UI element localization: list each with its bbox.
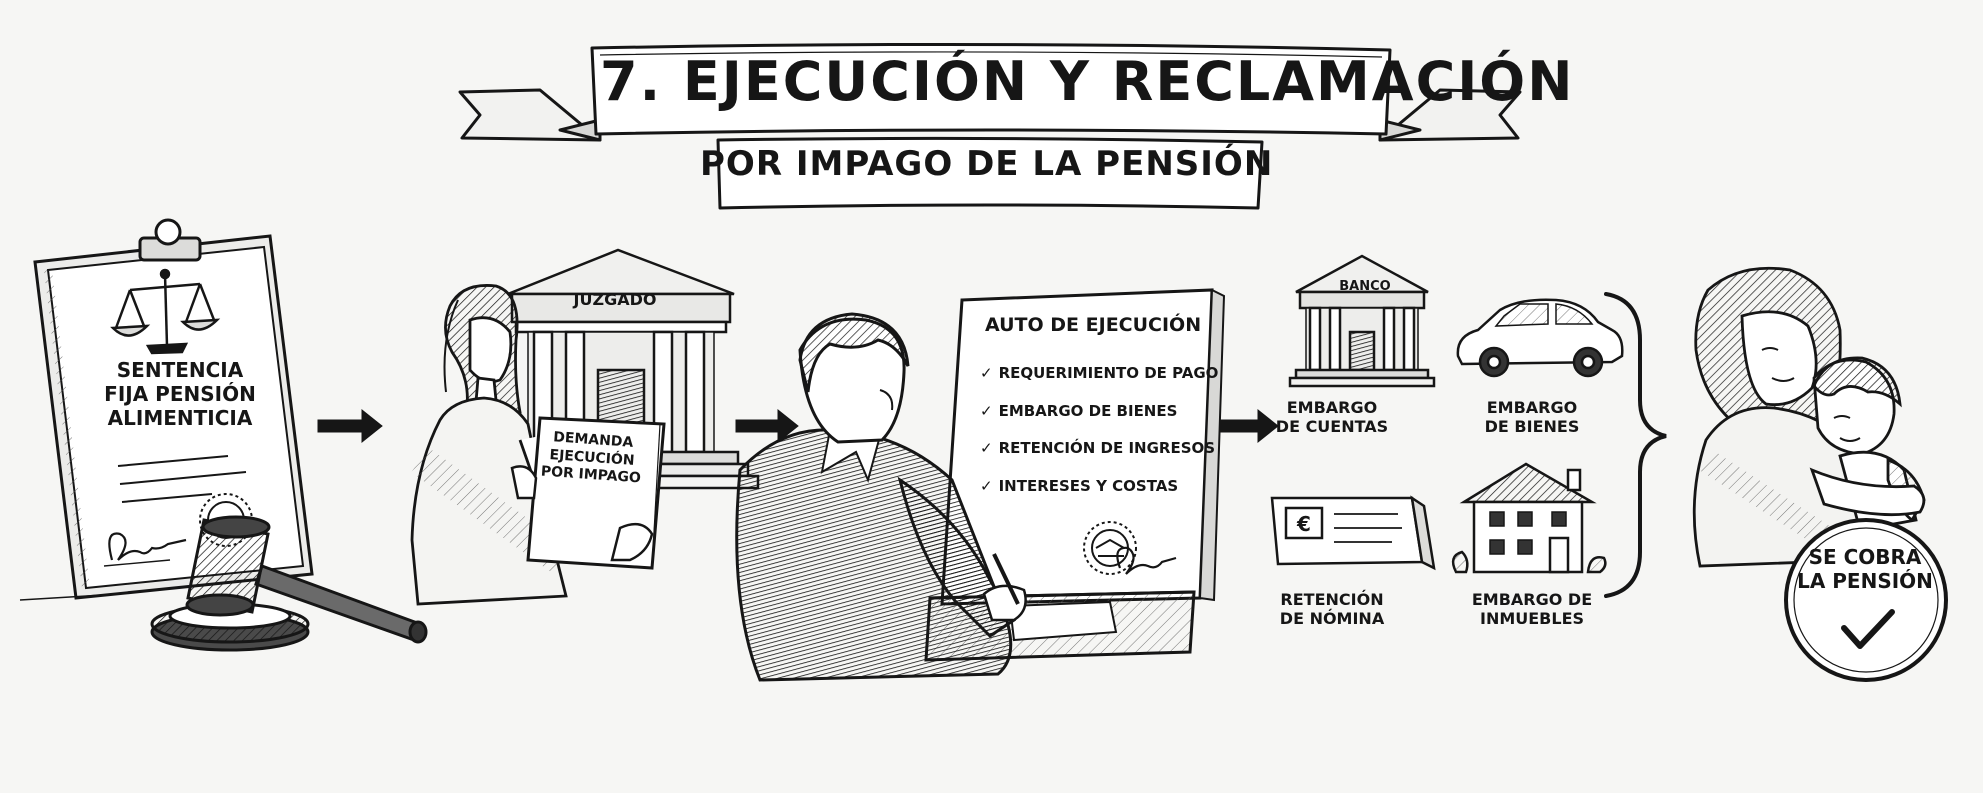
result-label: SE COBRA LA PENSIÓN bbox=[1795, 545, 1935, 593]
signature-icon bbox=[104, 534, 186, 566]
signature-icon bbox=[1117, 548, 1176, 574]
result-line: SE COBRA bbox=[1808, 545, 1922, 569]
caption-line: DE BIENES bbox=[1484, 417, 1580, 437]
caption-line: DE CUENTAS bbox=[1275, 417, 1389, 437]
result-badge bbox=[1786, 520, 1946, 680]
arrow-right-icon bbox=[736, 410, 798, 442]
list-item-label: EMBARGO DE BIENES bbox=[998, 401, 1178, 420]
clipboard-icon bbox=[35, 220, 312, 598]
caption-line: EMBARGO bbox=[1286, 398, 1378, 417]
judgment-line: SENTENCIA bbox=[116, 358, 244, 382]
car-icon bbox=[1458, 300, 1622, 376]
house-icon bbox=[1453, 464, 1605, 572]
curly-brace-icon bbox=[1606, 294, 1666, 596]
check-icon: ✓ bbox=[980, 439, 993, 457]
list-item-label: REQUERIMIENTO DE PAGO bbox=[998, 364, 1219, 382]
enforcement-order-title: AUTO DE EJECUCIÓN bbox=[985, 314, 1202, 336]
list-item-label: INTERESES Y COSTAS bbox=[998, 476, 1179, 495]
page-subtitle: POR IMPAGO DE LA PENSIÓN bbox=[700, 144, 1274, 184]
enforcement-order-list: ✓ REQUERIMIENTO DE PAGO ✓ EMBARGO DE BIENE… bbox=[980, 364, 1218, 514]
payslip-euro-icon: € bbox=[1272, 498, 1434, 568]
accounts-seizure-caption: EMBARGO DE CUENTAS bbox=[1262, 398, 1402, 436]
title-banner bbox=[460, 44, 1520, 208]
demand-paper-label: DEMANDA EJECUCIÓN POR IMPAGO bbox=[530, 428, 653, 489]
bank-icon bbox=[1290, 256, 1434, 386]
list-item: ✓ EMBARGO DE BIENES bbox=[980, 402, 1218, 420]
goods-seizure-caption: EMBARGO DE BIENES bbox=[1462, 398, 1602, 436]
check-icon: ✓ bbox=[980, 401, 993, 420]
hand-holding-paper bbox=[512, 466, 652, 560]
payroll-retention-caption: RETENCIÓN DE NÓMINA bbox=[1262, 590, 1402, 628]
mother-hugging-child-icon bbox=[1694, 268, 1924, 566]
judge-writing-icon bbox=[737, 314, 1194, 680]
list-item: ✓ REQUERIMIENTO DE PAGO bbox=[980, 364, 1218, 382]
arrow-right-icon bbox=[318, 410, 382, 442]
judgment-line: ALIMENTICIA bbox=[107, 406, 253, 430]
courthouse-label: JUZGADO bbox=[573, 290, 657, 309]
page-title: 7. EJECUCIÓN Y RECLAMACIÓN bbox=[600, 50, 1575, 113]
check-icon: ✓ bbox=[980, 476, 993, 495]
judgment-line: FIJA PENSIÓN bbox=[104, 382, 256, 406]
list-item: ✓ RETENCIÓN DE INGRESOS bbox=[980, 439, 1218, 457]
svg-text:€: € bbox=[1296, 512, 1311, 536]
judgment-label: SENTENCIA FIJA PENSIÓN ALIMENTICIA bbox=[70, 358, 290, 430]
list-item: ✓ INTERESES Y COSTAS bbox=[980, 477, 1218, 495]
result-line: LA PENSIÓN bbox=[1797, 569, 1933, 593]
caption-line: INMUEBLES bbox=[1479, 609, 1585, 629]
property-seizure-caption: EMBARGO DE INMUEBLES bbox=[1462, 590, 1602, 628]
scales-of-justice-icon bbox=[113, 270, 217, 353]
gavel-icon bbox=[152, 517, 426, 650]
caption-line: DE NÓMINA bbox=[1279, 609, 1385, 629]
caption-line: EMBARGO DE bbox=[1471, 590, 1593, 609]
caption-line: RETENCIÓN bbox=[1280, 590, 1384, 609]
bank-label: BANCO bbox=[1339, 279, 1391, 294]
arrow-right-icon bbox=[1218, 410, 1278, 442]
list-item-label: RETENCIÓN DE INGRESOS bbox=[998, 439, 1216, 457]
check-icon: ✓ bbox=[980, 364, 993, 382]
checkmark-icon bbox=[1844, 612, 1892, 646]
caption-line: EMBARGO bbox=[1486, 398, 1578, 417]
